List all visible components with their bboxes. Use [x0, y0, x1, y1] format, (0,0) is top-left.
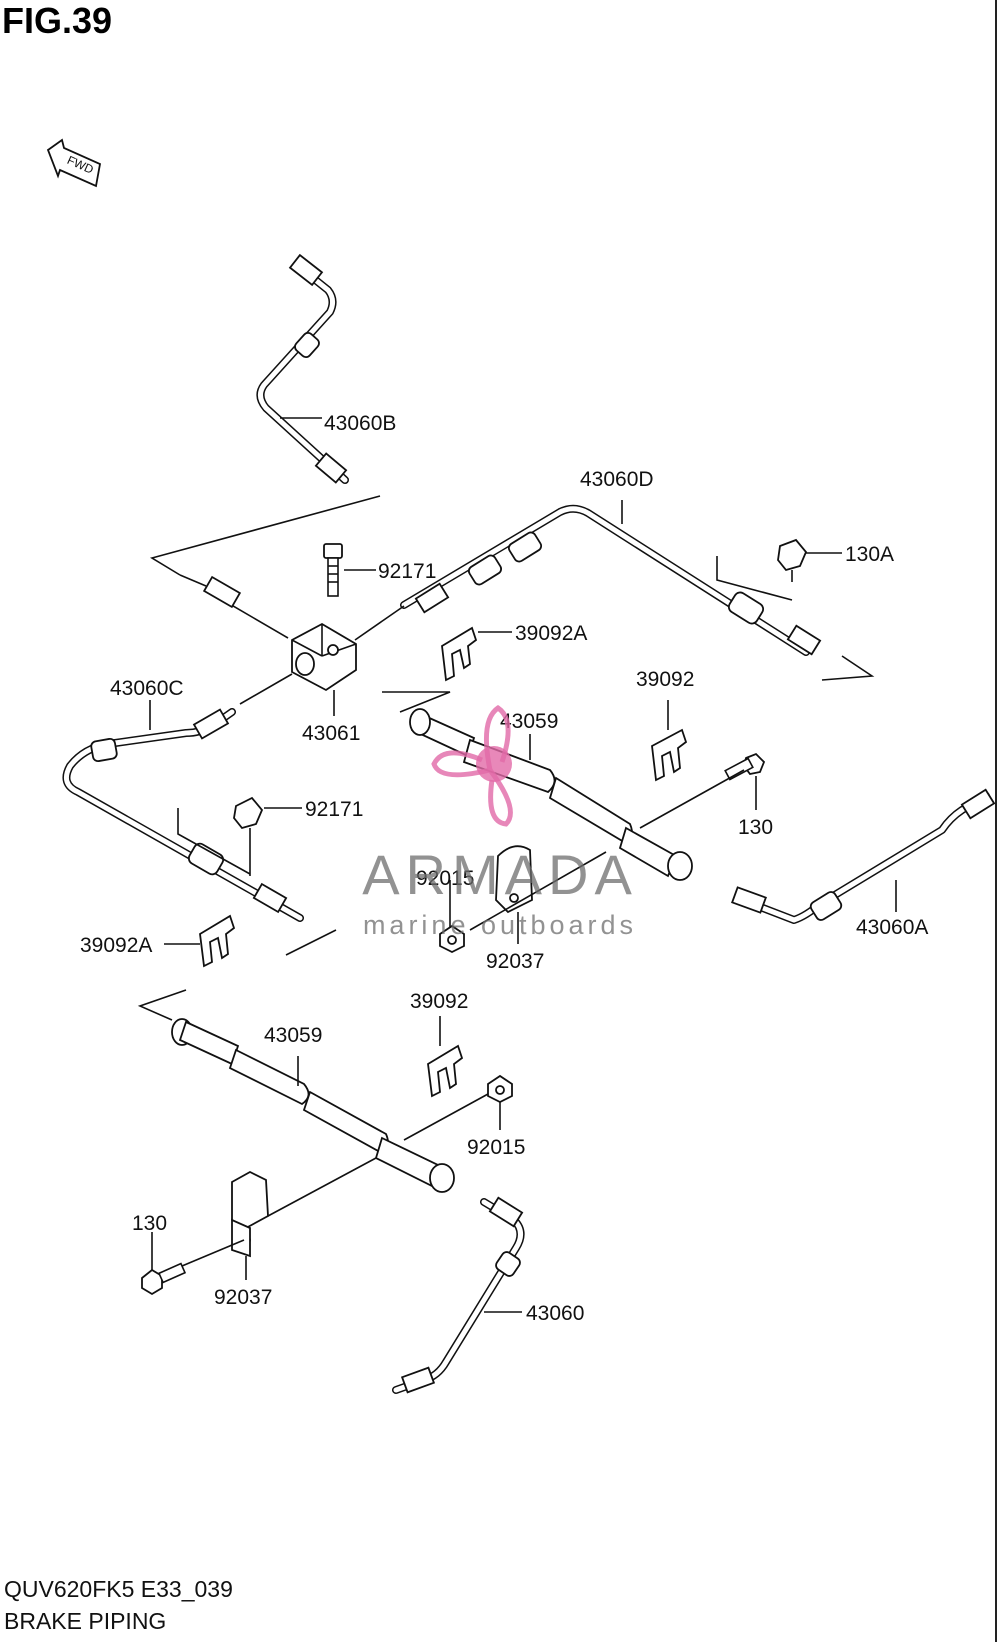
- fitting-left-block: [179, 574, 242, 609]
- brake-hose-43059-low: [171, 1018, 455, 1193]
- bolt-130-low: [141, 1262, 187, 1296]
- fwd-arrow-icon: FWD: [46, 138, 102, 188]
- brake-pipe-43060C: [62, 708, 304, 922]
- callout-43061: 43061: [302, 722, 360, 745]
- callout-92171-top: 130A: [845, 543, 894, 566]
- callout-92037-low: 92037: [214, 1286, 272, 1309]
- junction-block-43061: [291, 622, 357, 692]
- clip-92171-top: [777, 538, 808, 582]
- model-code: QUV620FK5 E33_039: [4, 1576, 233, 1602]
- clip-39092A-mid: [199, 914, 236, 968]
- section-name: BRAKE PIPING: [4, 1608, 167, 1634]
- callout-43060D: 43060D: [580, 468, 654, 491]
- brake-pipe-43060: [392, 1196, 525, 1394]
- bracket-92037-mid: [495, 845, 533, 914]
- callout-92015-mid: 92015: [416, 867, 474, 890]
- callout-130-mid: 130: [738, 816, 773, 839]
- callout-43059-top: 43059: [500, 710, 558, 733]
- callout-92171-mid: 92171: [305, 798, 363, 821]
- bolt-130A: [323, 543, 343, 597]
- brake-pipe-43060B: [256, 253, 349, 484]
- brake-pipe-43060D: [400, 504, 822, 656]
- clip-39092-top: [651, 728, 688, 782]
- callout-43060A: 43060A: [856, 916, 928, 939]
- brake-pipe-43060A: [731, 788, 996, 924]
- figure-title: FIG.39: [2, 0, 113, 41]
- page-border: [995, 0, 997, 1642]
- callout-39092-low: 39092: [410, 990, 468, 1013]
- callout-43060: 43060: [526, 1302, 584, 1325]
- callout-130-low: 130: [132, 1212, 167, 1235]
- bolt-130-mid: [724, 752, 766, 781]
- callout-39092A-top: 39092A: [515, 622, 587, 645]
- clip-92171-mid: [233, 796, 264, 876]
- callout-130A: 92171: [378, 560, 436, 583]
- nut-92015-low: [487, 1074, 513, 1104]
- callout-43060C: 43060C: [110, 677, 184, 700]
- callout-43060B: 43060B: [324, 412, 396, 435]
- callout-39092-top: 39092: [636, 668, 694, 691]
- callout-39092A-mid: 39092A: [80, 934, 152, 957]
- callout-92037-mid: 92037: [486, 950, 544, 973]
- nut-92015-mid: [439, 924, 465, 954]
- clip-39092-low: [427, 1044, 464, 1098]
- callout-43059-low: 43059: [264, 1024, 322, 1047]
- brake-hose-43059-top: [409, 708, 693, 881]
- clip-39092A-top: [441, 626, 478, 682]
- callout-92015-low: 92015: [467, 1136, 525, 1159]
